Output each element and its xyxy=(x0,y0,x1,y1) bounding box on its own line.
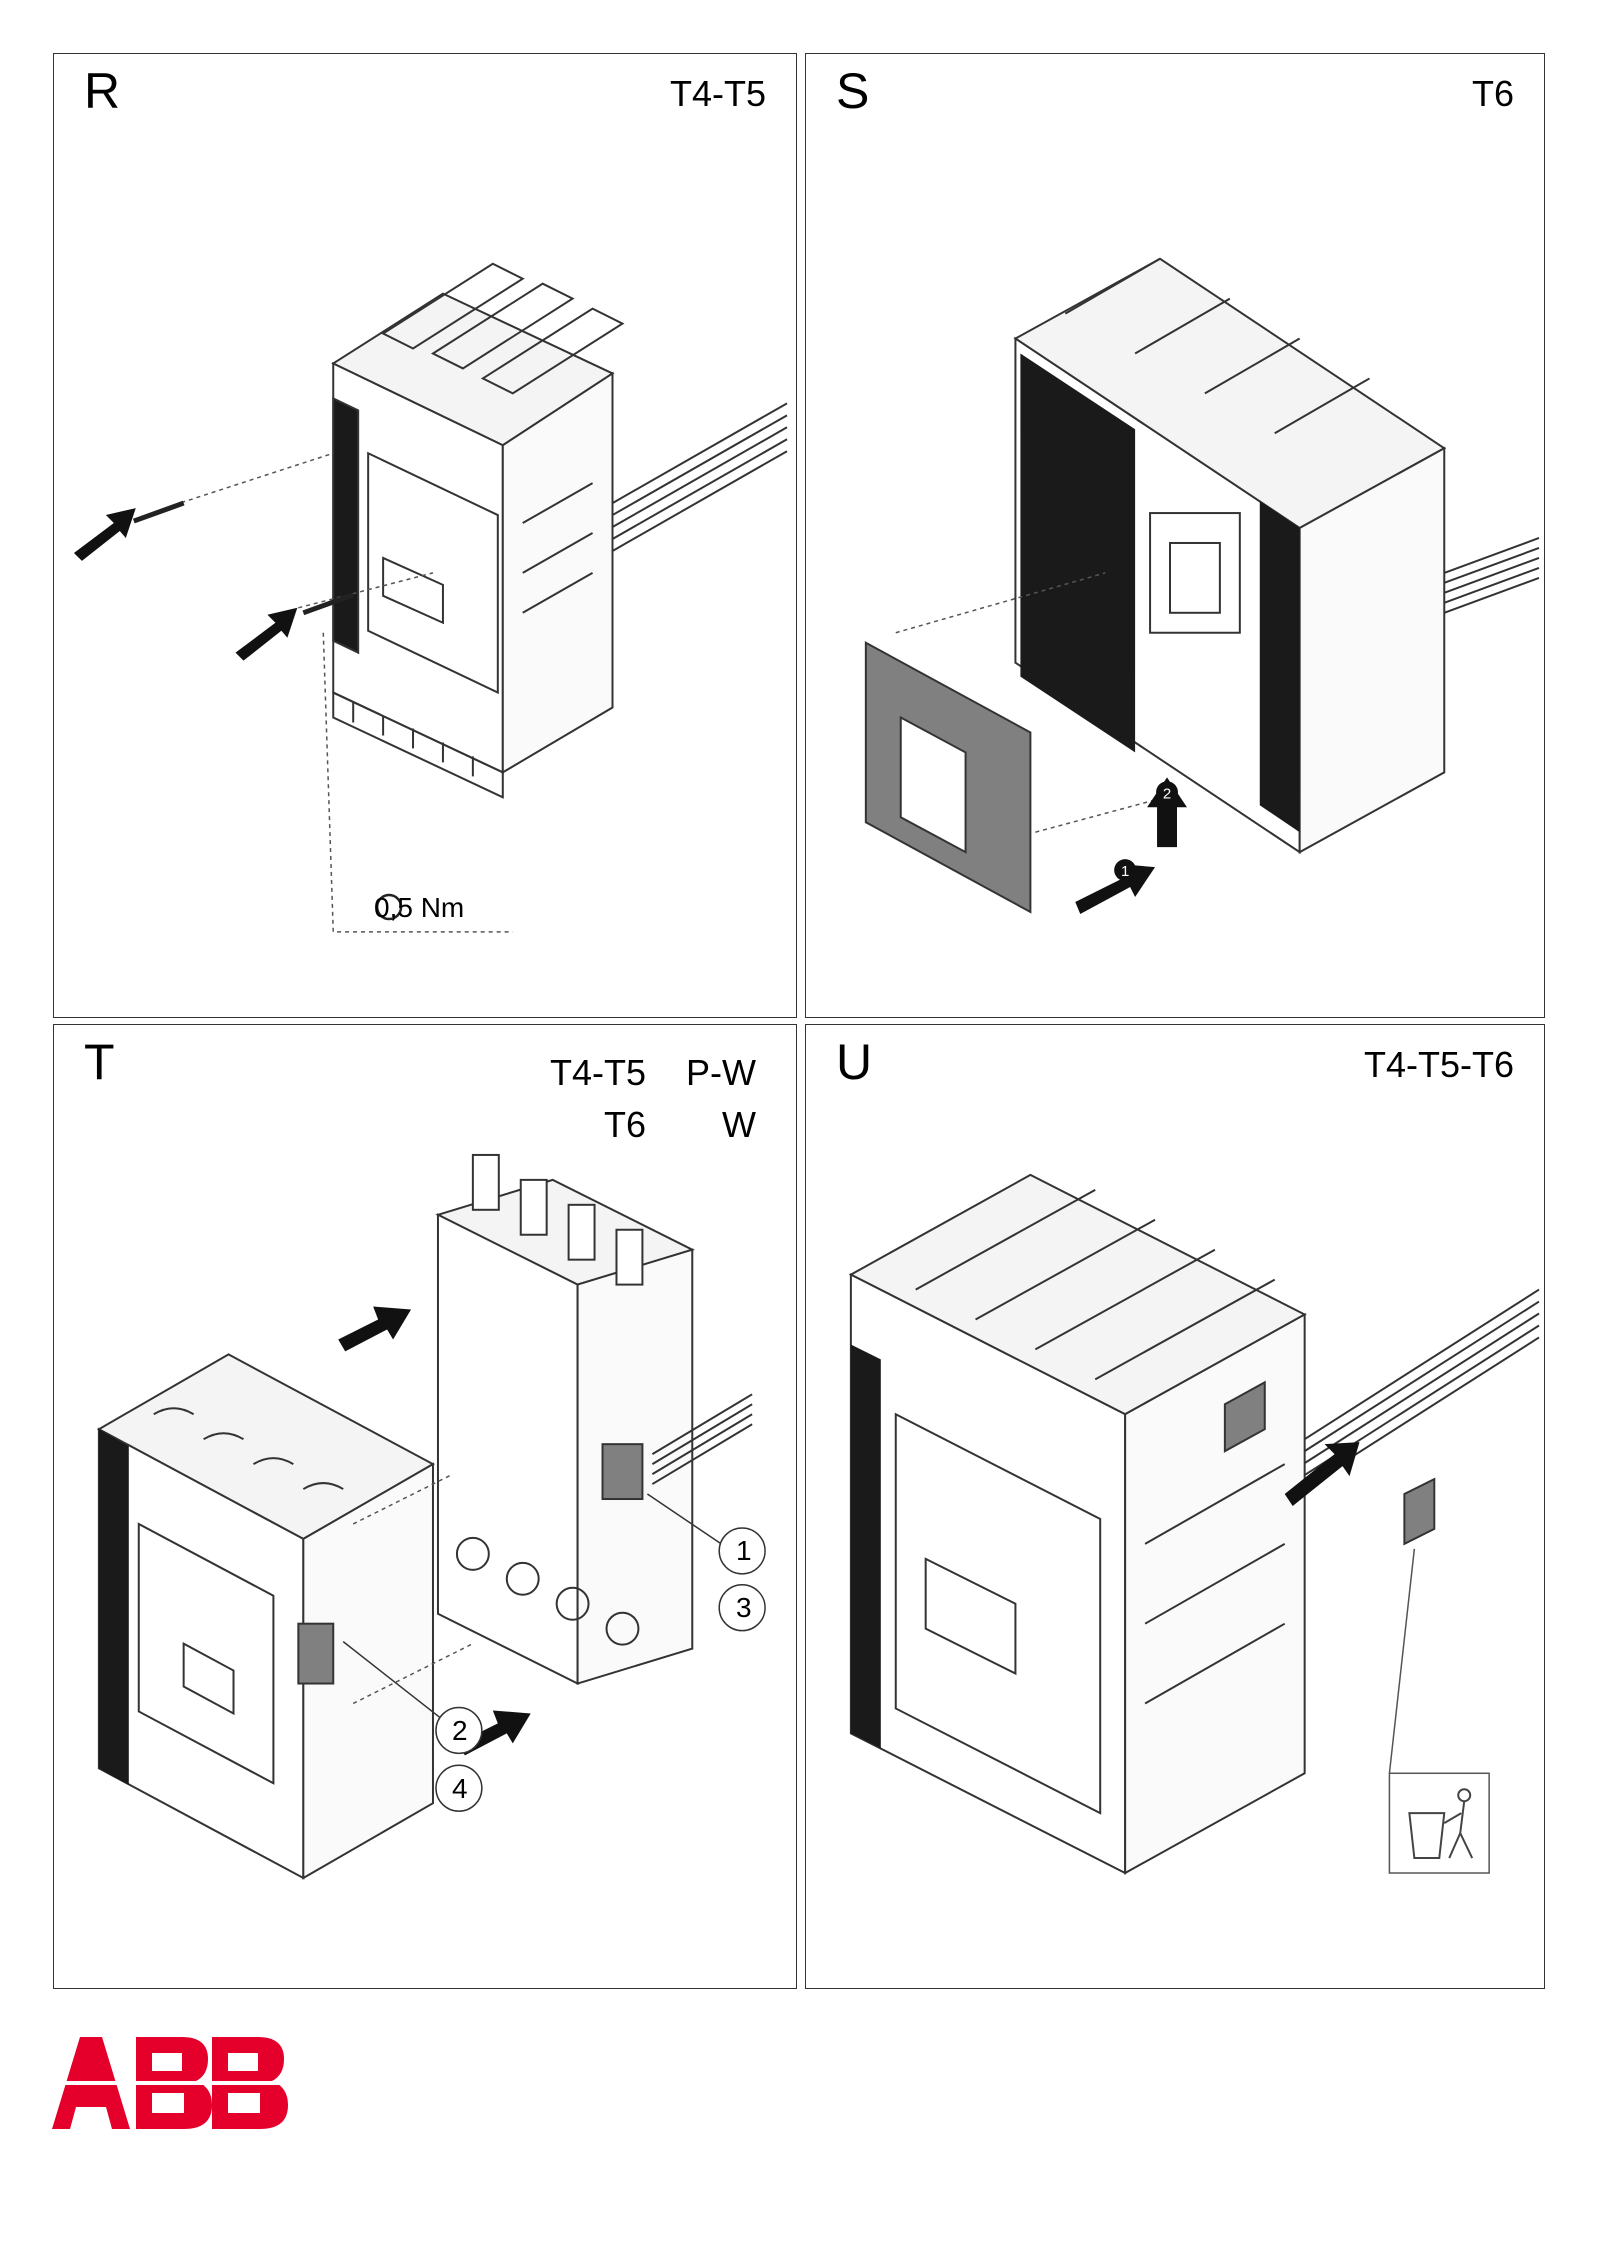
breaker-withdrawable-illustration xyxy=(96,1153,766,1880)
torque-icon xyxy=(375,893,403,921)
breaker-cover-removal-illustration: 1 2 xyxy=(864,257,1540,914)
breaker-front-cover-illustration xyxy=(73,262,788,933)
panel-r: R T4-T5 xyxy=(53,53,797,1018)
type-row1: P-W xyxy=(686,1052,756,1093)
panel-letter: T xyxy=(84,1034,115,1090)
panel-letter: R xyxy=(84,63,121,119)
callout-2: 2 xyxy=(452,1715,468,1746)
panel-model: T4-T5 xyxy=(669,73,766,114)
abb-logo xyxy=(52,2037,292,2129)
callout-1: 1 xyxy=(736,1535,752,1566)
panel-s: S T6 1 2 xyxy=(805,53,1545,1018)
callout-4: 4 xyxy=(452,1773,468,1804)
panel-letter: U xyxy=(836,1034,873,1090)
model-row2: T6 xyxy=(603,1104,646,1146)
type-row2: W xyxy=(722,1104,756,1146)
breaker-label-removal-illustration xyxy=(848,1173,1540,1875)
panel-model-table: T4-T5 P-W T6 W xyxy=(536,1047,756,1151)
step-1-label: 1 xyxy=(1121,863,1129,880)
panel-t: T T4-T5 P-W T6 W xyxy=(53,1024,797,1989)
panel-u: U T4-T5-T6 xyxy=(805,1024,1545,1989)
panel-letter: S xyxy=(836,63,870,119)
panel-model: T6 xyxy=(1471,73,1514,114)
callout-3: 3 xyxy=(736,1592,752,1623)
torque-label: 0,5 Nm xyxy=(374,892,465,923)
model-row1: T4-T5 xyxy=(549,1052,646,1093)
step-2-label: 2 xyxy=(1163,785,1171,802)
panel-model: T4-T5-T6 xyxy=(1363,1044,1514,1085)
